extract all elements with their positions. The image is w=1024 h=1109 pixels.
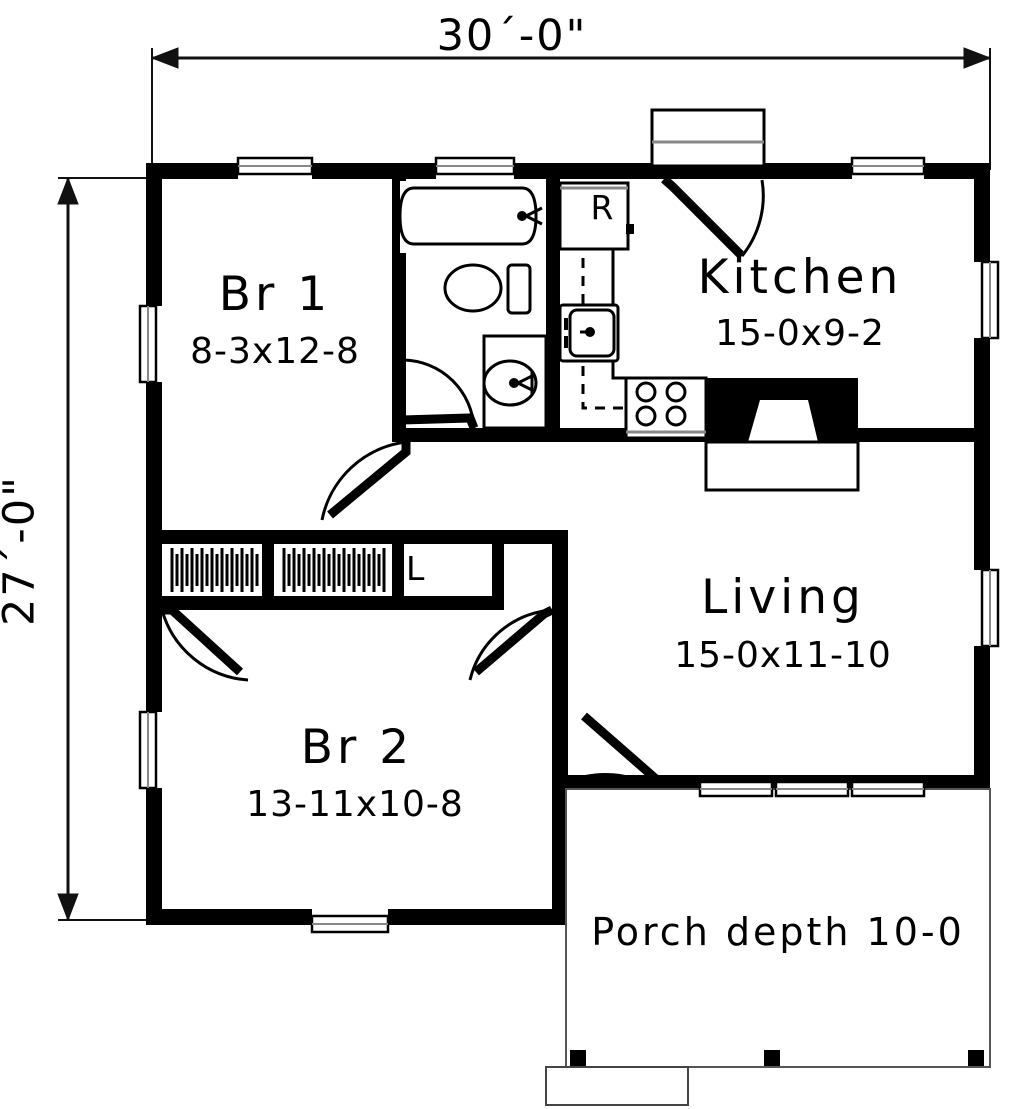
room-label-kitchen: Kitchen <box>697 250 903 305</box>
toilet-fixture <box>443 263 532 315</box>
dimension-top <box>150 47 992 170</box>
porch-post <box>570 1050 586 1066</box>
room-dims-br1: 8-3x12-8 <box>190 331 360 372</box>
dimension-left <box>57 176 160 922</box>
room-dims-br2: 13-11x10-8 <box>246 784 464 825</box>
refrigerator-fixture <box>558 181 634 251</box>
entry-stoop <box>650 108 766 168</box>
overall-height-dimension-label: 27´-0" <box>0 475 45 627</box>
range-stove-fixture <box>624 376 708 440</box>
refrigerator-label: R <box>590 188 614 227</box>
overall-width-dimension-label: 30´-0" <box>436 11 588 61</box>
room-dims-kitchen: 15-0x9-2 <box>715 313 885 354</box>
closet-hatching <box>170 548 386 592</box>
bathtub-fixture <box>398 181 546 253</box>
room-dims-living: 15-0x11-10 <box>674 635 892 676</box>
room-label-living: Living <box>701 570 865 625</box>
room-label-br1: Br 1 <box>218 267 332 322</box>
doors <box>160 175 765 791</box>
kitchen-sink-fixture <box>558 303 620 363</box>
fireplace-fixture <box>704 378 884 492</box>
linen-closet-label: L <box>406 549 425 588</box>
porch-post <box>764 1050 780 1066</box>
porch-area <box>545 780 991 1106</box>
kitchen-counter-dashed <box>581 186 700 410</box>
porch-post <box>968 1050 984 1066</box>
porch-depth-label: Porch depth 10-0 <box>591 910 965 954</box>
sink-vanity-fixture <box>482 334 548 430</box>
windows <box>138 156 1000 934</box>
room-label-br2: Br 2 <box>300 720 414 775</box>
